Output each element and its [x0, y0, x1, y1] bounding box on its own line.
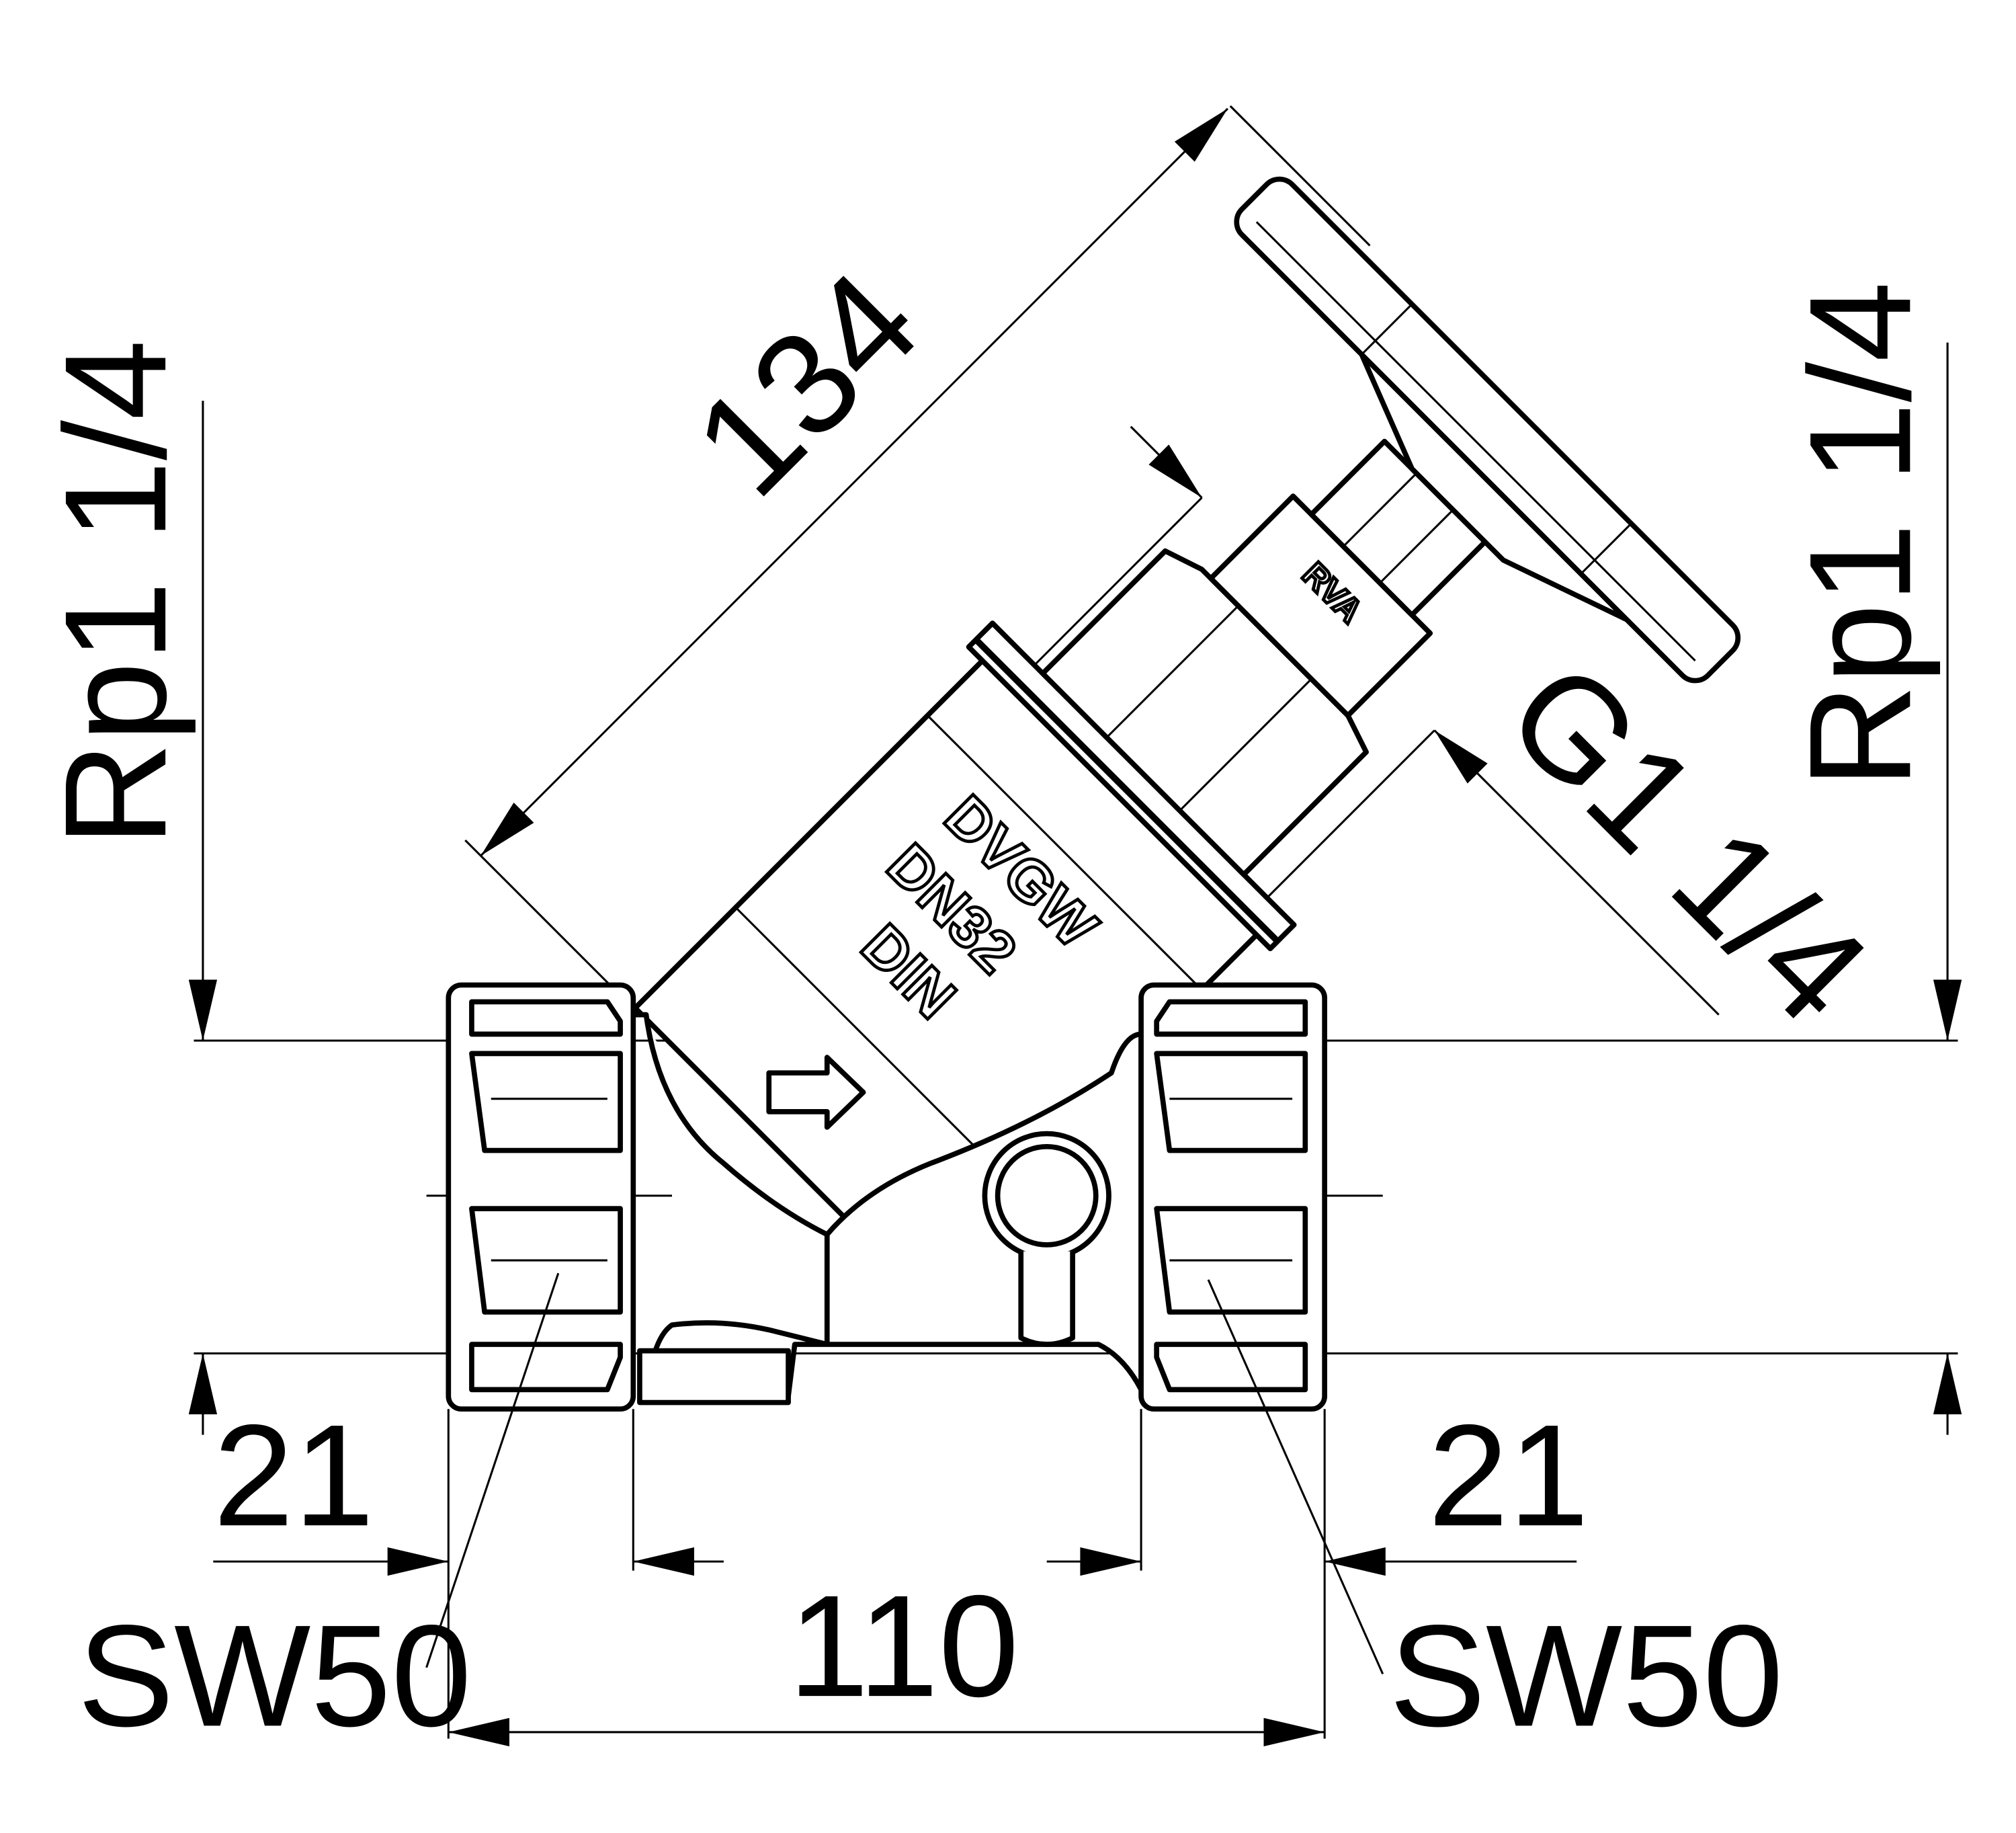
left-hex-fitting [446, 982, 636, 1412]
right-thread-depth-dimension: 21 [1046, 1394, 1589, 1576]
right-connection-dimension: Rp1 1/4 [1779, 282, 1962, 1435]
flow-direction-arrow [766, 1055, 866, 1130]
overall-length-dimension: 110 [448, 1565, 1325, 1747]
overall-length-label: 110 [788, 1565, 1019, 1727]
valve-body [633, 1012, 1144, 1406]
left-wrench-size-label: SW50 [77, 1594, 472, 1756]
left-connection-label: Rp1 1/4 [34, 339, 196, 846]
drain-plug [637, 1348, 791, 1406]
left-thread-depth-dimension: 21 [213, 1394, 724, 1576]
right-wrench-size-label: SW50 [1389, 1594, 1783, 1756]
right-hex-fitting [1138, 982, 1328, 1412]
handwheel [1234, 176, 1741, 684]
right-connection-label: Rp1 1/4 [1779, 282, 1941, 788]
right-thread-depth-label: 21 [1428, 1394, 1589, 1556]
left-connection-dimension: Rp1 1/4 [34, 339, 218, 1435]
wrench-size-callouts: SW50 SW50 [77, 1272, 1783, 1756]
height-label: 134 [663, 241, 949, 526]
test-port-nipple [1018, 1251, 1075, 1347]
left-thread-depth-label: 21 [213, 1394, 374, 1556]
